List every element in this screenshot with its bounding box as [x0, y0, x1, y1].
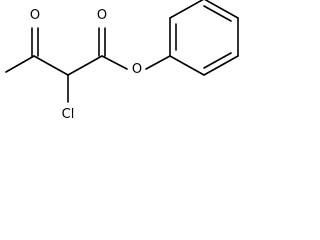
- atom-label-carbonyl-oxygen: O: [97, 8, 107, 23]
- bond-c1-c2: [33, 55, 69, 76]
- bond-c2-c3: [67, 55, 103, 76]
- phenyl-ring: [169, 0, 239, 76]
- ring-bond-4: [204, 0, 239, 19]
- ring-bond-2: [203, 55, 239, 76]
- atom-label-ester-oxygen: O: [132, 62, 142, 77]
- ring-bond-1: [169, 55, 205, 76]
- chemical-structure-diagram: O O O Cl: [5, 0, 239, 122]
- ring-bond-5: [169, 0, 204, 19]
- bond-c3-o-ester: [101, 55, 128, 70]
- bond-methyl-c1: [5, 55, 35, 73]
- ring-inner-bond-b: [203, 52, 232, 69]
- bond-o-ester-phenyl: [145, 55, 171, 70]
- ring-inner-bond-c: [203, 5, 232, 22]
- atom-label-chlorine: Cl: [62, 107, 75, 122]
- atom-label-ketone-oxygen: O: [30, 8, 40, 23]
